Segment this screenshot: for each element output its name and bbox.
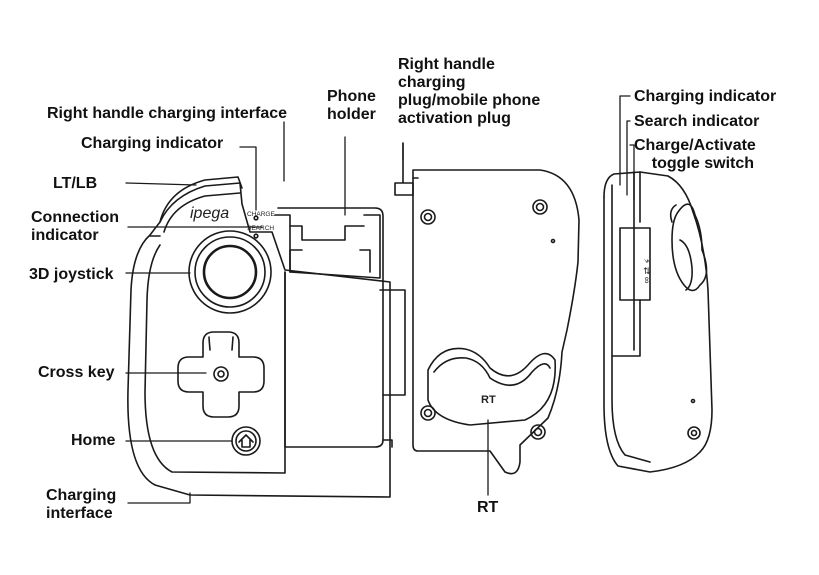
charge-text: CHARGE (247, 211, 275, 218)
side-view (603, 171, 713, 473)
label-charge-activate-switch: Charge/Activate toggle switch (634, 137, 756, 172)
label-home: Home (71, 432, 116, 449)
rt-button-text: RT (481, 394, 496, 406)
label-right-handle-charging-interface: Right handle charging interface (47, 105, 288, 122)
toggle-switch-housing (619, 227, 651, 301)
label-rt: RT (477, 499, 499, 516)
label-charging-indicator-right: Charging indicator (634, 88, 777, 105)
right-handle (394, 142, 580, 475)
label-cross-key: Cross key (38, 364, 115, 381)
switch-glyph: ⚡ ⇄ ∞ (642, 258, 652, 283)
cross-key[interactable] (177, 331, 265, 418)
label-right-handle-plug: Right handle charging plug/mobile phone … (398, 56, 541, 127)
label-search-indicator: Search indicator (634, 113, 760, 130)
label-charging-interface: Charging interface (46, 487, 117, 522)
label-connection-indicator: Connection indicator (31, 209, 119, 244)
plug-connector (394, 142, 414, 196)
home-button[interactable] (231, 426, 261, 456)
label-lt-lb: LT/LB (53, 175, 98, 192)
label-3d-joystick: 3D joystick (29, 266, 114, 283)
rt-button[interactable] (427, 347, 557, 426)
charge-led (253, 215, 259, 221)
brand-logo: ipega (190, 205, 229, 222)
phone-holder (274, 207, 406, 448)
search-text: SEARCH (247, 225, 274, 232)
leader-lines (125, 95, 635, 504)
search-led (253, 233, 259, 239)
label-charging-indicator-left: Charging indicator (81, 135, 224, 152)
joystick-3d[interactable] (188, 230, 272, 314)
label-phone-holder: Phone holder (327, 88, 376, 123)
